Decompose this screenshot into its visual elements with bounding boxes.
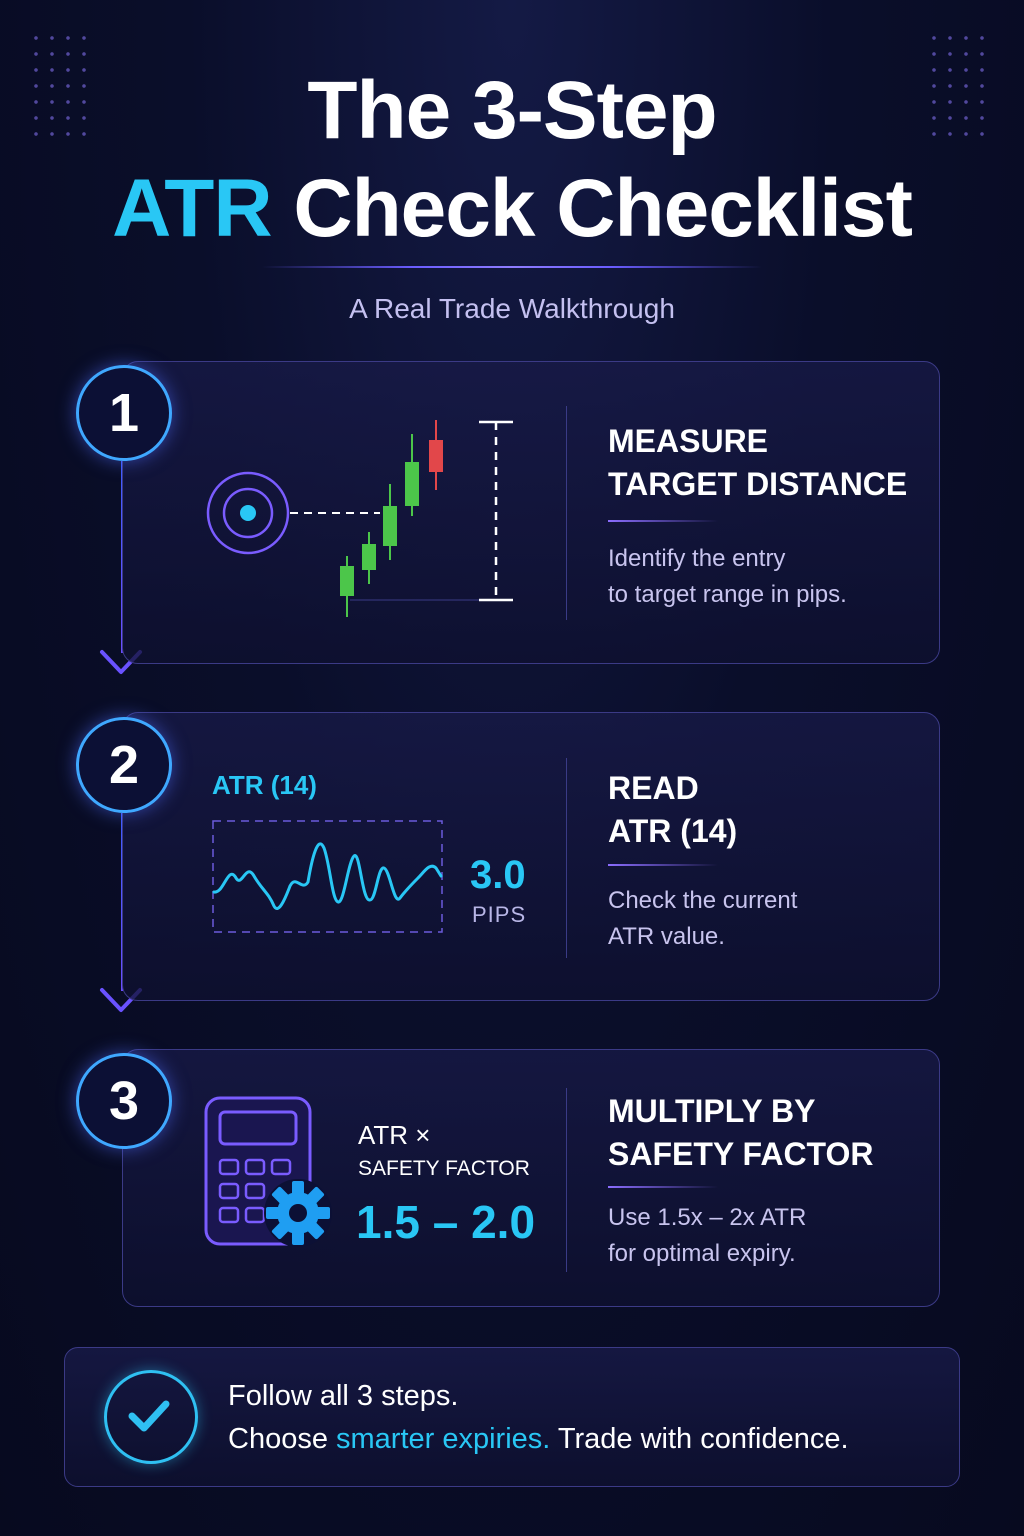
candlestick-chart-icon	[206, 420, 513, 617]
step-desc-3-line2: for optimal expiry.	[608, 1240, 796, 1267]
atr-unit: PIPS	[472, 902, 527, 927]
atr-value: 3.0	[470, 853, 526, 897]
step-card-2	[122, 712, 940, 1001]
footer-line2-post: Trade with confidence.	[550, 1423, 849, 1455]
title-accent: ATR	[112, 163, 272, 254]
step-desc-2-line1: Check the current	[608, 887, 798, 914]
step-desc-3-line1: Use 1.5x – 2x ATR	[608, 1204, 807, 1231]
step-title-1-line2: TARGET DISTANCE	[608, 466, 908, 502]
step-desc-1-line2: to target range in pips.	[608, 581, 847, 608]
measure-bracket-icon	[479, 420, 513, 602]
step-card-1	[122, 361, 940, 664]
step-title-2-line1: READ	[608, 770, 699, 806]
step-title-underline-3	[608, 1186, 718, 1188]
step-number-3: 3	[76, 1053, 172, 1149]
checkmark-icon	[128, 1400, 170, 1432]
step-title-1-line1: MEASURE	[608, 423, 769, 459]
card-divider-1	[566, 406, 567, 620]
checkmark-badge	[104, 1370, 198, 1464]
step-title-1: MEASURE TARGET DISTANCE	[608, 420, 928, 506]
card-divider-2	[566, 758, 567, 958]
step-number-2: 2	[76, 717, 172, 813]
page-title-line1: The 3-Step	[307, 65, 717, 156]
step-desc-2-line2: ATR value.	[608, 923, 725, 950]
step-desc-1: Identify the entry to target range in pi…	[608, 541, 928, 613]
step-title-2-line2: ATR (14)	[608, 813, 738, 849]
step-title-underline-1	[608, 520, 718, 522]
step-desc-3: Use 1.5x – 2x ATR for optimal expiry.	[608, 1200, 928, 1272]
step-title-3-line2: SAFETY FACTOR	[608, 1136, 874, 1172]
step-number-1: 1	[76, 365, 172, 461]
formula-line2: SAFETY FACTOR	[358, 1157, 530, 1180]
footer-line2-pre: Choose	[228, 1423, 337, 1455]
footer-highlight: smarter expiries.	[336, 1423, 551, 1455]
gear-icon	[264, 1179, 332, 1247]
atr-wave-chart-icon	[212, 820, 443, 933]
step-title-underline-2	[608, 864, 718, 866]
page-title-line2: ATR Check Checklist	[0, 168, 1024, 250]
decorative-dots-left	[28, 30, 98, 140]
footer-line1: Follow all 3 steps.	[228, 1380, 459, 1412]
calculator-icon	[204, 1096, 332, 1247]
footer-line2: Choose smarter expiries. Trade with conf…	[228, 1423, 849, 1456]
safety-factor-range: 1.5 – 2.0	[356, 1196, 536, 1248]
step-desc-1-line1: Identify the entry	[608, 545, 786, 572]
step-title-3-line1: MULTIPLY BY	[608, 1093, 816, 1129]
step-title-2: READ ATR (14)	[608, 767, 928, 853]
step-desc-2: Check the current ATR value.	[608, 883, 928, 955]
step-title-3: MULTIPLY BY SAFETY FACTOR	[608, 1090, 928, 1176]
subtitle: A Real Trade Walkthrough	[349, 293, 675, 324]
title-rest: Check Checklist	[293, 163, 912, 254]
atr-indicator-label: ATR (14)	[212, 770, 317, 800]
formula-line1: ATR ×	[358, 1120, 431, 1150]
title-divider	[262, 266, 762, 268]
decorative-dots-right	[926, 30, 996, 140]
footer-banner	[64, 1347, 960, 1487]
target-icon	[206, 471, 290, 555]
card-divider-3	[566, 1088, 567, 1272]
